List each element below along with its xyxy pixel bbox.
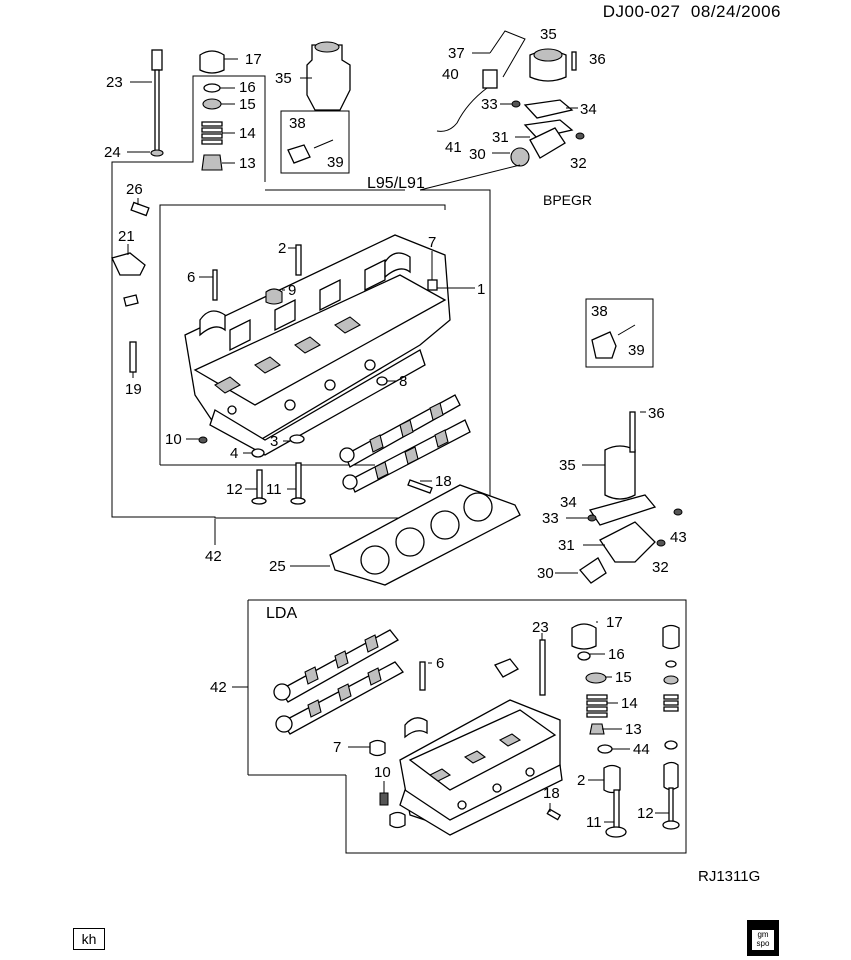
- diagram-date: 08/24/2006: [690, 2, 781, 21]
- egr-bpegr-assembly: [419, 30, 585, 191]
- callout-b43: 43: [670, 529, 687, 546]
- callout-t34: 34: [580, 101, 597, 118]
- leaders-l95: [127, 58, 475, 567]
- callout-c2: 2: [278, 240, 286, 257]
- callout-c17: 17: [245, 51, 262, 68]
- callout-l7: 7: [333, 739, 341, 756]
- camshafts-lda: [273, 629, 404, 735]
- callout-m38: 38: [289, 115, 306, 132]
- callout-l10: 10: [374, 764, 391, 781]
- callout-b35: 35: [559, 457, 576, 474]
- callout-l11: 11: [586, 814, 602, 831]
- lda-frame: [248, 599, 687, 854]
- group-label-l95: L95/L91: [367, 175, 425, 192]
- diagram-header: DJ00-027 08/24/2006: [603, 2, 781, 22]
- reference-code: RJ1311G: [698, 868, 761, 885]
- callout-t36: 36: [589, 51, 606, 68]
- group-label-lda: LDA: [266, 605, 297, 622]
- callout-l6: 6: [436, 655, 444, 672]
- parts-l95: [111, 49, 438, 505]
- callout-c16: 16: [239, 79, 256, 96]
- callout-c11: 11: [266, 481, 282, 498]
- callout-b36: 36: [648, 405, 665, 422]
- callout-l44: 44: [633, 741, 650, 758]
- l95-frame: [111, 75, 491, 519]
- callout-m39: 39: [327, 154, 344, 171]
- leaders-lda: [348, 621, 669, 823]
- callout-t33: 33: [481, 96, 498, 113]
- callout-l2: 2: [577, 772, 585, 789]
- callout-b33: 33: [542, 510, 559, 527]
- callout-b38: 38: [591, 303, 608, 320]
- callout-t35: 35: [540, 26, 557, 43]
- callout-b34: 34: [560, 494, 577, 511]
- callout-c7: 7: [428, 234, 436, 251]
- callout-c25: 25: [269, 558, 286, 575]
- cylinder-head-l95: [184, 234, 451, 456]
- callout-c6: 6: [187, 269, 195, 286]
- callout-b39: 39: [628, 342, 645, 359]
- callout-c13: 13: [239, 155, 256, 172]
- callout-l23: 23: [532, 619, 549, 636]
- callout-c14: 14: [239, 125, 256, 142]
- callout-c18: 18: [435, 473, 452, 490]
- callout-t40: 40: [442, 66, 459, 83]
- callout-c24: 24: [104, 144, 121, 161]
- callout-c15: 15: [239, 96, 256, 113]
- callout-t37: 37: [448, 45, 465, 62]
- callout-c42: 42: [205, 548, 222, 565]
- callout-c26: 26: [126, 181, 143, 198]
- callout-t31: 31: [492, 129, 509, 146]
- callout-t30: 30: [469, 146, 486, 163]
- cylinder-head-lda: [399, 658, 563, 836]
- callout-t32: 32: [570, 155, 587, 172]
- callout-c19: 19: [125, 381, 142, 398]
- head-subframe: [159, 204, 446, 465]
- callout-c21: 21: [118, 228, 135, 245]
- callout-l18: 18: [543, 785, 560, 802]
- callout-c10: 10: [165, 431, 182, 448]
- group-label-bpegr: BPEGR: [543, 192, 592, 208]
- diagram-code: DJ00-027: [602, 2, 681, 21]
- camshafts-l95: [339, 394, 471, 493]
- callout-l17: 17: [606, 614, 623, 631]
- callout-c9: 9: [288, 282, 296, 299]
- callout-l16: 16: [608, 646, 625, 663]
- callout-t41: 41: [445, 139, 462, 156]
- callout-c12: 12: [226, 481, 243, 498]
- gasket-box-mid: [585, 298, 654, 368]
- callout-l14: 14: [621, 695, 638, 712]
- callout-b31: 31: [558, 537, 575, 554]
- egr-valve-top-left: [280, 41, 351, 174]
- callout-l13: 13: [625, 721, 642, 738]
- callout-c4: 4: [230, 445, 238, 462]
- callouts: L95/L91 BPEGR LDA 1 2 3 4 6 7 8 9 10 11 …: [104, 26, 687, 831]
- callout-l12: 12: [637, 805, 654, 822]
- callout-l15: 15: [615, 669, 632, 686]
- head-gasket-l95: [329, 484, 521, 586]
- callout-l42: 42: [210, 679, 227, 696]
- callout-b32: 32: [652, 559, 669, 576]
- egr-valve-right: [555, 411, 683, 584]
- callout-c8: 8: [399, 373, 407, 390]
- parts-lda: [369, 623, 680, 838]
- callout-b30: 30: [537, 565, 554, 582]
- callout-c1: 1: [477, 281, 485, 298]
- callout-c3: 3: [270, 433, 278, 450]
- callout-m35: 35: [275, 70, 292, 87]
- kh-badge: kh: [73, 928, 105, 950]
- callout-c23: 23: [106, 74, 123, 91]
